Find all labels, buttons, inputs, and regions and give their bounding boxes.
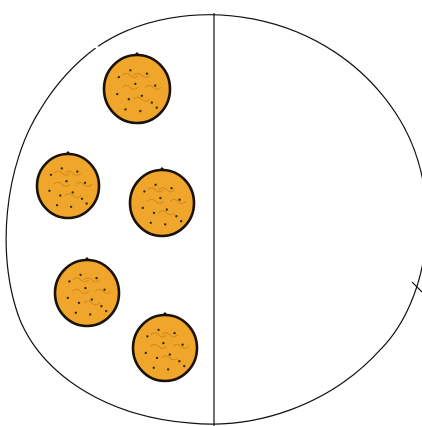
orange-icon xyxy=(37,152,99,218)
orange-icon xyxy=(130,168,194,236)
orange-icon xyxy=(104,53,170,123)
left-half xyxy=(37,53,197,381)
orange-icon xyxy=(133,313,197,381)
edge-stroke xyxy=(412,282,422,292)
orange-icon xyxy=(55,258,119,326)
